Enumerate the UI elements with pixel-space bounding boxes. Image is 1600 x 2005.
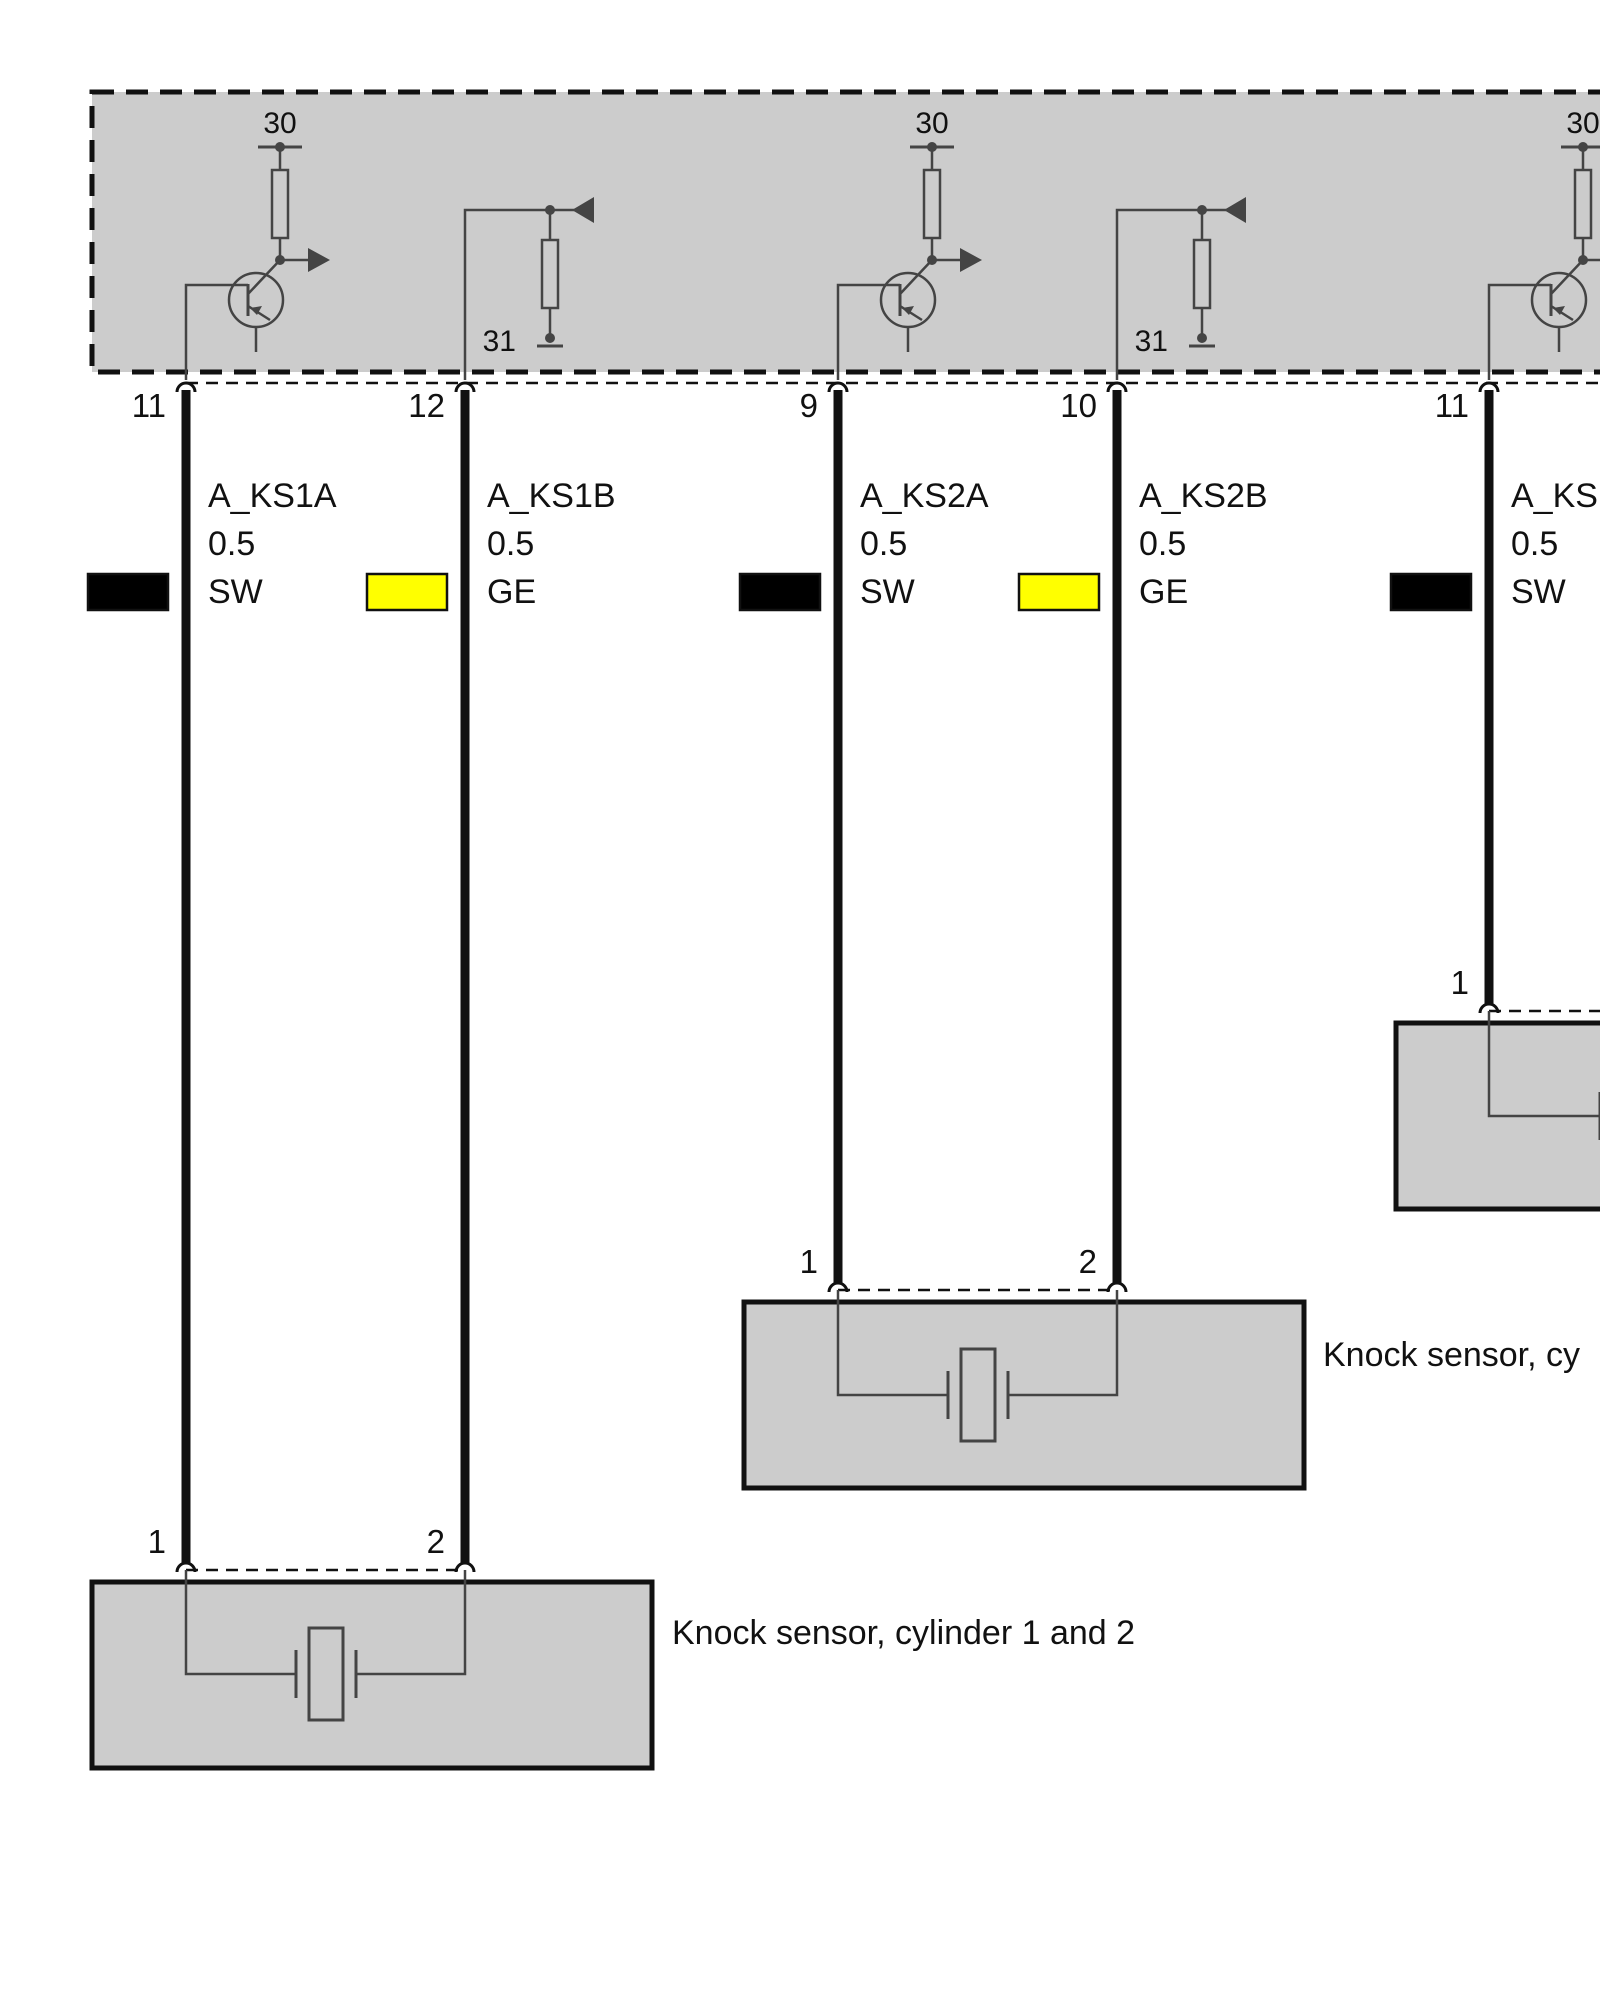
input-lead — [463, 208, 580, 380]
transistor-collector — [1550, 259, 1584, 295]
sensor-3 — [1393, 1009, 1600, 1212]
channel-2-ground-label: 31 — [1135, 325, 1168, 358]
channel-1-supply-label: 30 — [263, 107, 296, 140]
wire-gauge-label: 0.5 — [860, 525, 907, 563]
wire-signal-label: A_KS — [1511, 477, 1598, 515]
sensor-1: Knock sensor, cylinder 1 and 2 — [89, 1568, 1135, 1771]
wire-a-ks2b: 10 2 A_KS2B 0.5GE — [1017, 381, 1268, 1293]
wire-color-swatch — [1017, 572, 1101, 612]
wire-signal-label: A_KS1A — [208, 477, 337, 515]
sensor-1-piezo-right-lead — [356, 1570, 467, 1676]
pullup-resistor — [922, 168, 942, 240]
input-arrow — [572, 197, 594, 223]
wire-color-swatch — [86, 572, 170, 612]
sensor-2-label: Knock sensor, cy — [1323, 1336, 1580, 1374]
wire-color-code: SW — [208, 573, 263, 611]
pullup-resistor — [270, 168, 290, 240]
wire-color-code: GE — [487, 573, 536, 611]
control-module-housing — [89, 89, 1600, 375]
wire-color-swatch — [738, 572, 822, 612]
sensor-2: Knock sensor, cy — [741, 1288, 1580, 1491]
channel-3: 30 — [1487, 107, 1600, 380]
pullup-resistor — [1573, 168, 1593, 240]
top-pin-socket — [827, 381, 849, 393]
wire-color-code: SW — [1511, 573, 1566, 611]
base-lead — [836, 283, 900, 380]
wire-gauge-label: 0.5 — [1139, 525, 1186, 563]
sensor-1-piezo-left-lead — [184, 1570, 296, 1676]
base-lead — [184, 283, 248, 380]
wire-signal-label: A_KS1B — [487, 477, 616, 515]
wire-signal-label: A_KS2B — [1139, 477, 1268, 515]
transistor-collector — [247, 259, 281, 295]
ground-node — [545, 333, 555, 343]
output-arrow — [960, 248, 982, 272]
channel-2: 30 31 — [836, 107, 1246, 380]
sensor-1-label: Knock sensor, cylinder 1 and 2 — [672, 1614, 1135, 1652]
wire-gauge-label: 0.5 — [208, 525, 255, 563]
emitter-arrow — [1553, 306, 1565, 315]
sensor-2-piezo-left-lead — [836, 1290, 948, 1397]
pulldown-resistor — [1192, 238, 1212, 310]
wire-a-ks2a: 9 1 A_KS2A 0.5SW — [738, 381, 989, 1293]
wire-color-swatch — [365, 572, 449, 612]
sensor-3-piezo-left-lead — [1487, 1011, 1600, 1118]
bottom-pin-number: 2 — [427, 1523, 445, 1560]
channel-2-supply-label: 30 — [915, 107, 948, 140]
wire-gauge-label: 0.5 — [487, 525, 534, 563]
transistor-collector — [899, 259, 933, 295]
bottom-pin-number: 2 — [1079, 1243, 1097, 1280]
top-pin-socket — [1106, 381, 1128, 393]
top-pin-socket — [175, 381, 197, 393]
base-lead — [1487, 283, 1551, 380]
wire-color-code: SW — [860, 573, 915, 611]
emitter-arrow — [250, 306, 262, 315]
module-channels: 30 31 30 31 30 — [184, 107, 1600, 380]
bottom-pin-number: 1 — [1451, 964, 1469, 1001]
channel-1: 30 31 — [184, 107, 594, 380]
top-pin-socket — [454, 381, 476, 393]
top-pin-number: 11 — [1435, 387, 1469, 424]
top-pin-socket — [1478, 381, 1500, 393]
sensor-2-piezo-crystal — [959, 1347, 997, 1443]
wire-signal-label: A_KS2A — [860, 477, 989, 515]
input-lead — [1115, 208, 1232, 380]
channel-1-ground-label: 31 — [483, 325, 516, 358]
wire-a-ks1b: 12 2 A_KS1B 0.5GE — [365, 381, 616, 1573]
bottom-pin-number: 1 — [148, 1523, 166, 1560]
top-pin-number: 11 — [132, 387, 166, 424]
pulldown-resistor — [540, 238, 560, 310]
bottom-pin-number: 1 — [800, 1243, 818, 1280]
wire-color-code: GE — [1139, 573, 1188, 611]
top-pin-number: 12 — [408, 387, 445, 424]
emitter-arrow — [902, 306, 914, 315]
wire-group: 111A_KS1A0.5SW122A_KS1B0.5GE91A_KS2A0.5S… — [86, 381, 1598, 1573]
top-pin-number: 10 — [1060, 387, 1097, 424]
sensor-1-piezo-crystal — [307, 1626, 345, 1722]
ground-node — [1197, 333, 1207, 343]
input-arrow — [1224, 197, 1246, 223]
wire-color-swatch — [1389, 572, 1473, 612]
sensor-2-piezo-right-lead — [1008, 1290, 1119, 1397]
output-arrow — [308, 248, 330, 272]
channel-3-supply-label: 30 — [1566, 107, 1599, 140]
wire-gauge-label: 0.5 — [1511, 525, 1558, 563]
top-pin-number: 9 — [800, 387, 818, 424]
